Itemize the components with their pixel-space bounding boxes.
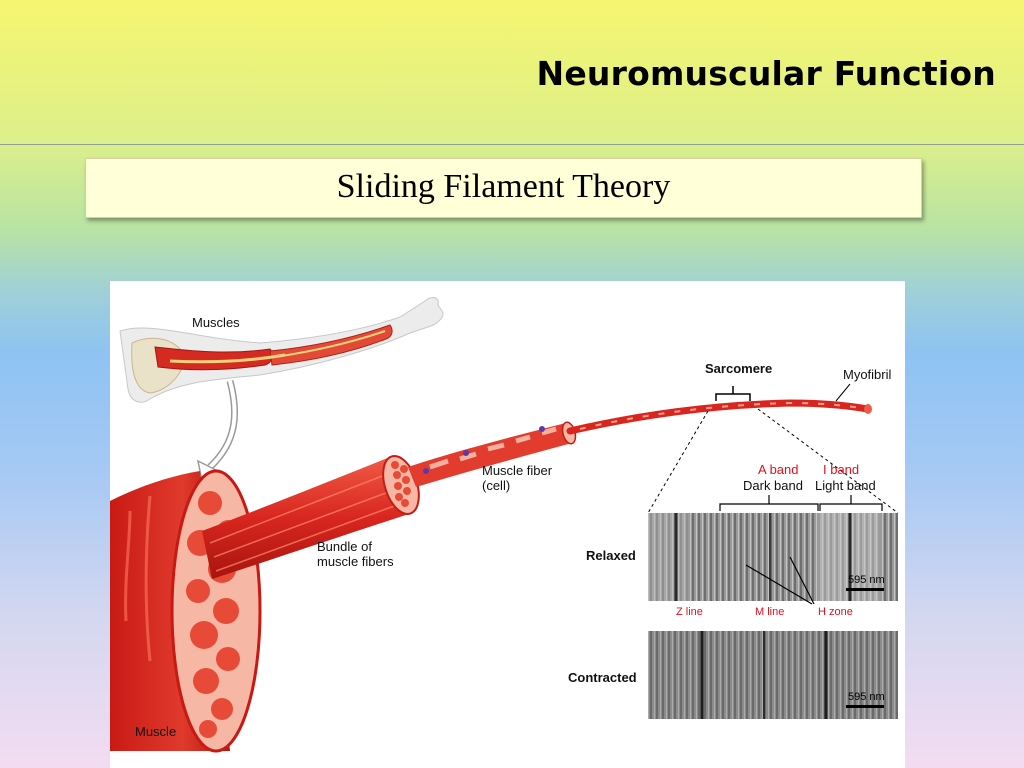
label-relaxed: Relaxed [586,548,636,563]
a-band-bracket [719,495,819,511]
myofibril [566,399,872,435]
figure-svg: Muscles Muscle [110,297,899,753]
muscle-structure-figure: Muscles Muscle [110,281,905,768]
arm-illustration [119,297,444,403]
scale-bar-contracted: 595 nm [848,691,885,703]
label-bundle-2: muscle fibers [317,554,394,569]
zoom-line-left [647,410,709,514]
label-dark-band: Dark band [743,478,803,493]
myofibril-pointer [835,383,851,402]
contracted-micrograph [648,631,898,719]
label-myofibril: Myofibril [843,367,892,382]
zoom-arrow [196,380,238,483]
label-light-band: Light band [815,478,876,493]
label-muscles: Muscles [192,315,240,330]
label-h-zone: H zone [818,606,853,618]
h-zone-pointer-1 [745,564,813,605]
sarcomere-bracket [715,386,751,401]
subtitle-text: Sliding Filament Theory [336,168,671,205]
label-muscle-fiber-2: (cell) [482,478,510,493]
label-muscle-fiber-1: Muscle fiber [482,463,553,478]
label-z-line: Z line [676,606,703,618]
i-band-bracket [819,495,883,511]
relaxed-micrograph [648,513,898,601]
zoom-line-right [757,408,899,514]
scale-bar-relaxed: 595 nm [848,574,885,586]
muscle-cross-section [110,469,262,753]
label-contracted: Contracted [568,670,637,685]
subtitle-box: Sliding Filament Theory [85,158,922,218]
label-sarcomere: Sarcomere [705,361,772,376]
label-m-line: M line [755,606,784,618]
h-zone-pointer-2 [789,556,815,605]
label-muscle: Muscle [135,724,176,739]
label-a-band: A band [758,462,799,477]
label-i-band: I band [823,462,859,477]
title-divider [0,144,1024,145]
slide-title: Neuromuscular Function [536,54,996,93]
label-bundle-1: Bundle of [317,539,372,554]
